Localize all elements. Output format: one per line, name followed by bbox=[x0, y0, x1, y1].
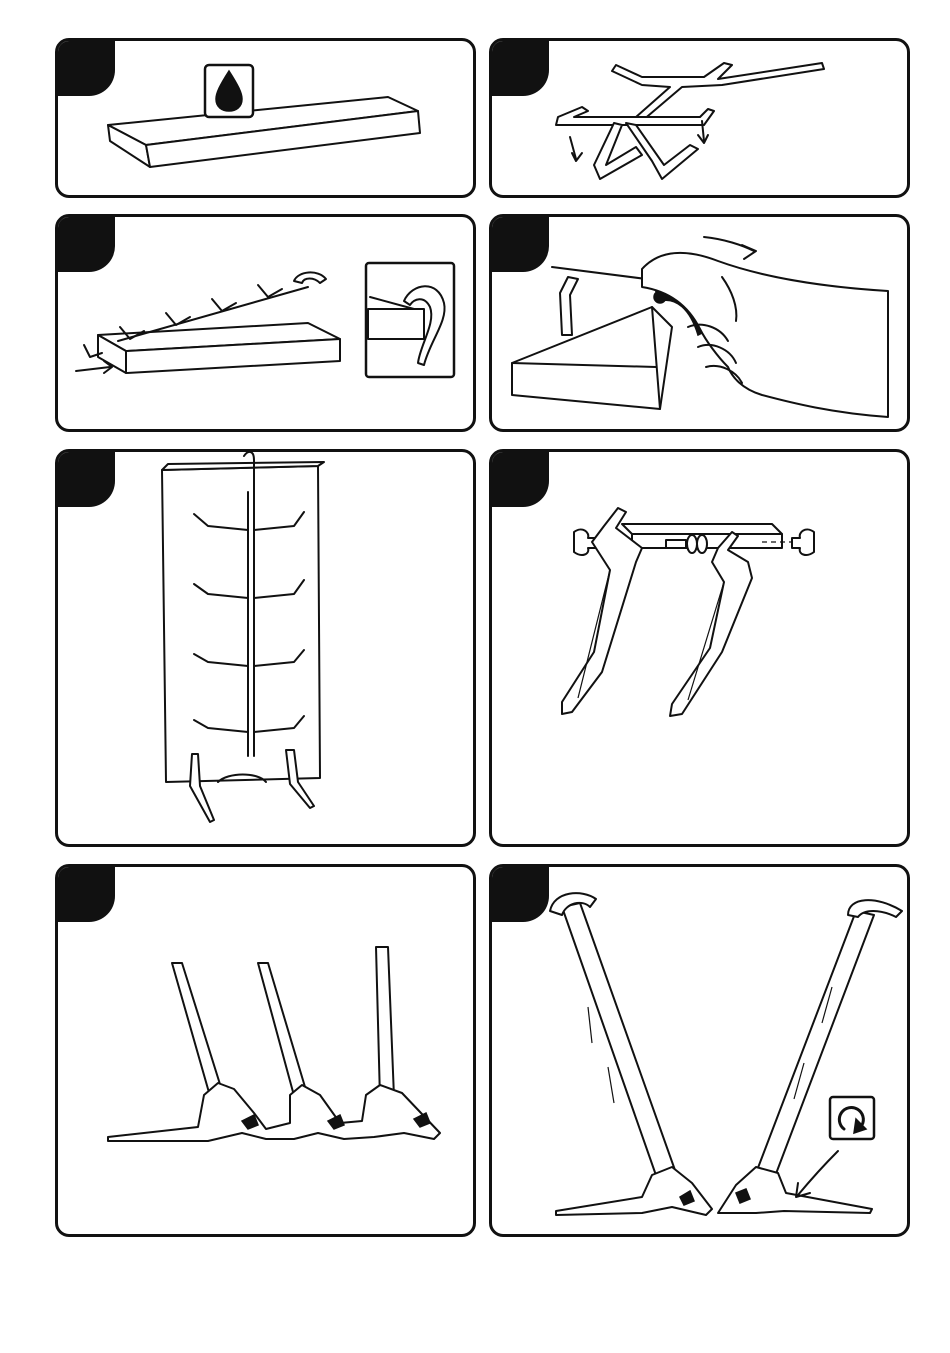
bracket-crossbar bbox=[556, 107, 714, 125]
step-panel-3 bbox=[55, 214, 476, 432]
step-1-illustration bbox=[58, 41, 476, 198]
step-6-illustration bbox=[492, 452, 910, 847]
base-right bbox=[718, 1167, 872, 1213]
pole-left bbox=[562, 903, 676, 1181]
oil-drop-icon bbox=[205, 65, 253, 117]
hook-end bbox=[294, 272, 326, 283]
washer-2 bbox=[697, 535, 707, 553]
wing-nut-right bbox=[792, 530, 814, 555]
step-panel-7 bbox=[55, 864, 476, 1237]
step-8-illustration bbox=[492, 867, 910, 1237]
step-7-illustration bbox=[58, 867, 476, 1237]
bolt bbox=[666, 540, 686, 548]
step-panel-8 bbox=[489, 864, 910, 1237]
step-panel-4 bbox=[489, 214, 910, 432]
hand bbox=[642, 253, 888, 417]
step-2-illustration bbox=[492, 41, 910, 198]
panel-board-front bbox=[162, 466, 320, 782]
washer-1 bbox=[687, 535, 697, 553]
bracket-top bbox=[612, 63, 824, 121]
hook-2 bbox=[166, 313, 190, 325]
step-panel-2 bbox=[489, 38, 910, 198]
base-plate bbox=[108, 1083, 440, 1141]
rotate-clockwise-icon bbox=[830, 1097, 874, 1139]
detail-board bbox=[368, 309, 424, 339]
crossbar-top bbox=[622, 524, 782, 534]
step-panel-1 bbox=[55, 38, 476, 198]
arrow-slide bbox=[76, 367, 110, 371]
hook bbox=[560, 277, 578, 335]
pole-1 bbox=[172, 963, 224, 1103]
step-panel-6 bbox=[489, 449, 910, 847]
step-panel-5 bbox=[55, 449, 476, 847]
arrow-pointer bbox=[798, 1151, 838, 1195]
step-3-illustration bbox=[58, 217, 476, 432]
arrow-direction bbox=[704, 237, 754, 251]
pole-3 bbox=[376, 947, 394, 1099]
pole-2 bbox=[258, 963, 308, 1103]
board bbox=[512, 307, 672, 409]
step-4-illustration bbox=[492, 217, 910, 432]
step-5-illustration bbox=[58, 452, 476, 847]
cap-right bbox=[848, 900, 902, 917]
